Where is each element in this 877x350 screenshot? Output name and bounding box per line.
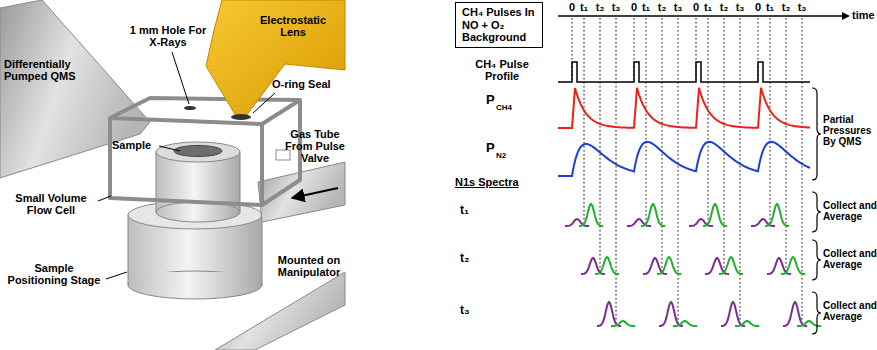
row-label: Partial Pressures By QMS [823, 114, 877, 147]
time-guide [616, 18, 617, 326]
flow-cell-front [110, 118, 262, 205]
time-marker: t₂ [778, 1, 794, 13]
part-label: O-ring Seal [272, 78, 344, 90]
part-label: Gas Tube From Pulse Valve [285, 128, 345, 164]
pulse-profile [558, 62, 810, 82]
n1s-peak-green [579, 204, 603, 226]
time-marker: t₁ [762, 1, 778, 13]
n1s-peak-green [719, 257, 743, 274]
bracket [812, 88, 821, 180]
leader-line [98, 196, 111, 201]
part-label: Sample [112, 139, 158, 151]
row-label: t₁ [460, 204, 484, 217]
bracket-label: Collect and Average [823, 200, 877, 222]
part-label: Mounted on Manipulator [274, 254, 344, 278]
n1s-peak-purple [783, 302, 807, 326]
part-label: Sample Positioning Stage [4, 262, 104, 286]
n1s-peak-green [641, 204, 665, 226]
time-guide [802, 18, 803, 326]
flow-cell-side [262, 100, 300, 205]
time-guide [786, 18, 787, 274]
flow-cell-top [110, 98, 300, 124]
n1s-peak-green [673, 321, 697, 326]
n1s-peak-green [703, 204, 727, 226]
subscript: N2 [496, 152, 526, 161]
time-guide [740, 18, 741, 326]
n1s-peak-green [611, 321, 635, 326]
n1s-peak-green [765, 204, 789, 226]
time-axis-head [842, 12, 850, 20]
row-label: t₂ [460, 252, 484, 265]
time-marker: t₁ [576, 1, 592, 13]
gas-flow-arrow [292, 188, 338, 198]
electrostatic-lens [206, 0, 345, 116]
n1s-peak-green [735, 321, 759, 326]
time-marker: 0 [626, 1, 642, 13]
time-guide [584, 18, 585, 226]
time-marker: t₁ [700, 1, 716, 13]
time-marker: t₁ [638, 1, 654, 13]
time-marker: t₃ [608, 1, 624, 13]
bracket-label: Collect and Average [823, 248, 877, 270]
time-guide [724, 18, 725, 274]
time-marker: t₂ [592, 1, 608, 13]
bracket [812, 240, 821, 280]
n1s-peak-green [781, 257, 805, 274]
xray-hole [184, 106, 196, 110]
n1s-peak-green [657, 257, 681, 274]
time-guide [708, 18, 709, 226]
sample-disc [174, 146, 222, 157]
n2-pressure-curve [558, 142, 810, 176]
qms-cone [0, 0, 150, 178]
box-text: CH₄ Pulses In NO + O₂ Background [462, 6, 536, 44]
time-axis [558, 15, 842, 17]
time-marker: t₂ [716, 1, 732, 13]
leader-line [159, 146, 180, 151]
time-marker: 0 [688, 1, 704, 13]
bracket [812, 192, 821, 232]
part-label: Small Volume Flow Cell [6, 192, 96, 216]
subscript: CH4 [496, 104, 526, 113]
sample-holder-top [156, 142, 240, 162]
leader-line [106, 272, 127, 279]
ch4-pressure-curve [558, 88, 810, 128]
n1s-peak-green [595, 257, 619, 274]
time-marker: t₃ [732, 1, 748, 13]
time-marker: t₂ [654, 1, 670, 13]
time-marker: t₃ [670, 1, 686, 13]
n1s-peak-purple [597, 302, 621, 326]
n1s-peak-purple [721, 302, 745, 326]
time-guide [662, 18, 663, 274]
legend-box: CH₄ Pulses In NO + O₂ Background [455, 2, 543, 48]
leader-line [253, 93, 275, 113]
section-heading: N1s Spectra [455, 176, 545, 188]
part-label: Electrostatic Lens [248, 14, 338, 38]
time-marker: 0 [564, 1, 580, 13]
stage-bottom [128, 271, 262, 299]
time-marker: time [852, 9, 876, 21]
time-marker: t₃ [794, 1, 810, 13]
time-guide [600, 18, 601, 274]
time-guide [678, 18, 679, 326]
bracket-label: Collect and Average [823, 300, 877, 322]
bracket [812, 292, 821, 334]
timing-chart [558, 12, 850, 334]
time-guide [646, 18, 647, 226]
time-marker: 0 [750, 1, 766, 13]
leader-line [172, 52, 189, 104]
part-label: 1 mm Hole For X-Rays [128, 24, 208, 48]
row-label: CH₄ Pulse Profile [462, 58, 542, 82]
row-label: t₃ [460, 304, 484, 317]
part-label: Differentially Pumped QMS [4, 58, 84, 82]
o-ring [231, 114, 251, 120]
stage-band [129, 272, 261, 285]
n1s-peak-purple [659, 302, 683, 326]
time-guide [770, 18, 771, 226]
